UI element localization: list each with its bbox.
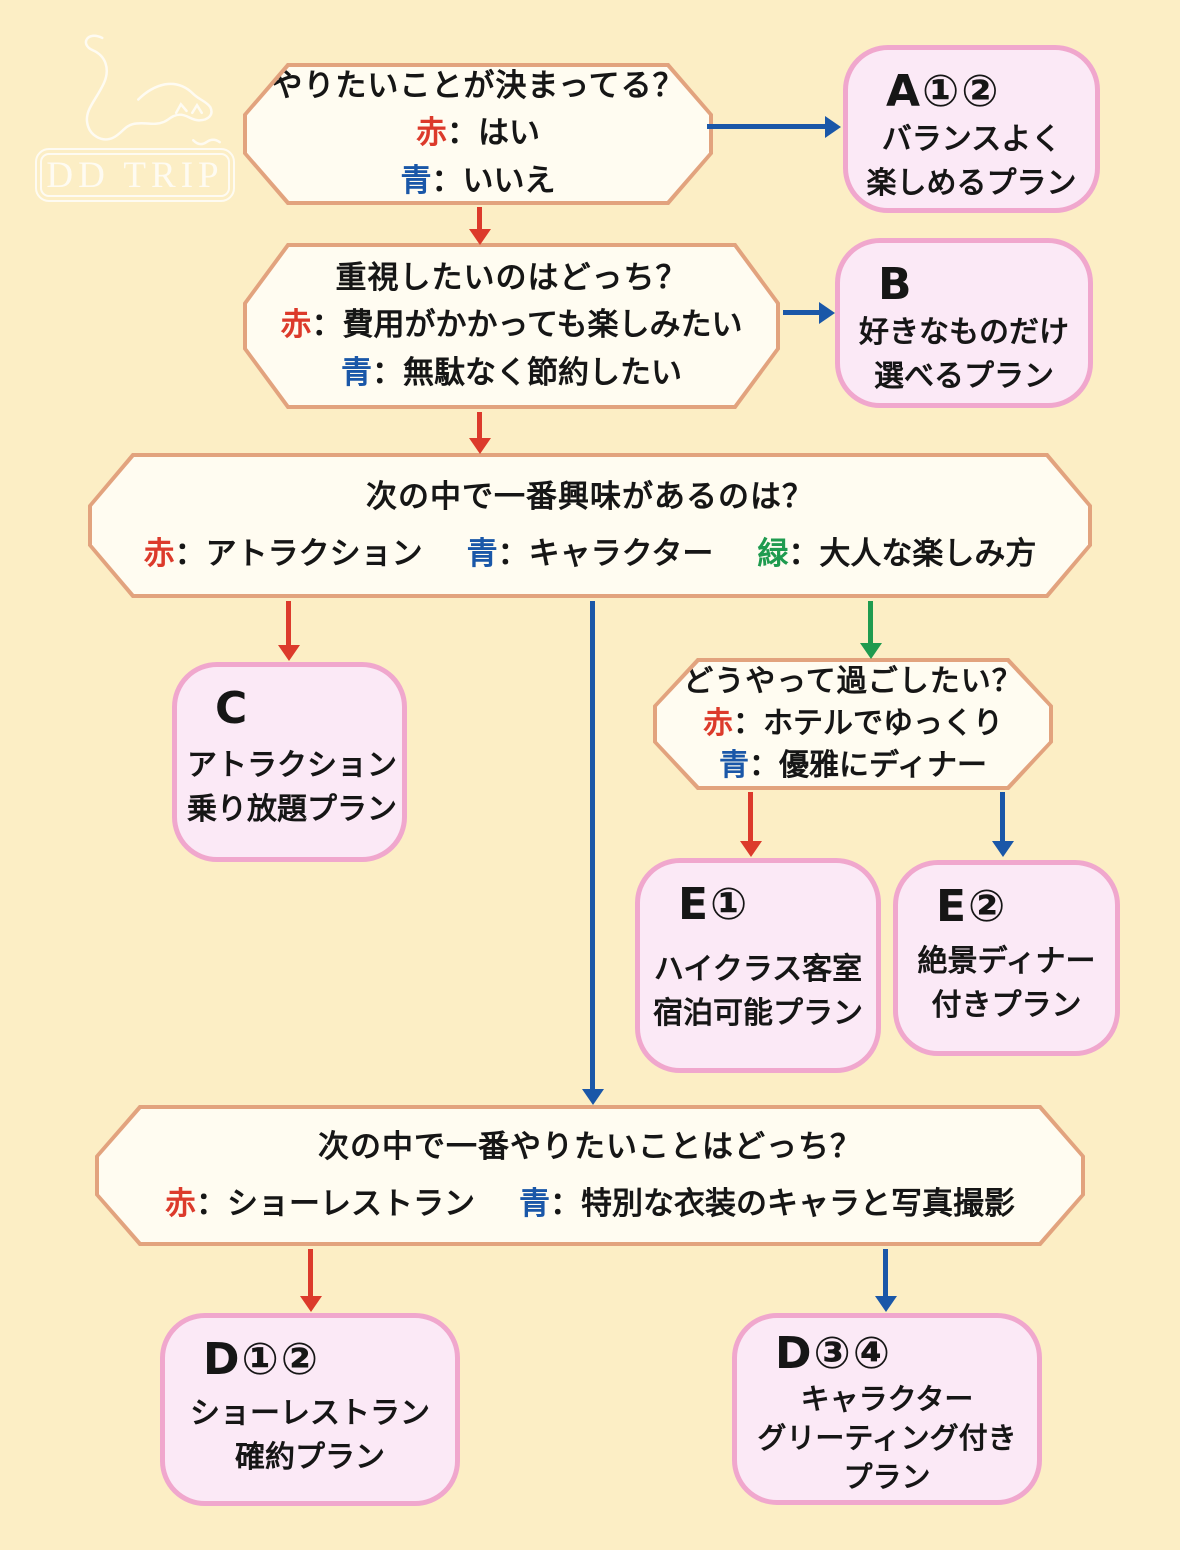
question-5-title: 次の中で一番やりたいことはどっち？ <box>318 1128 862 1165</box>
option-text: ：ホテルでゆっくり <box>733 706 1003 741</box>
option-text: ：アトラクション <box>174 535 423 572</box>
plan-box-e2: E② 絶景ディナー 付きプラン <box>893 860 1120 1056</box>
plan-name-line: 宿泊可能プラン <box>653 995 863 1031</box>
option-text: ：無駄なく節約したい <box>372 355 682 391</box>
option-color-label: 赤 <box>703 706 733 741</box>
plan-name-line: 選べるプラン <box>874 359 1054 394</box>
arrow-q1-red-to-q2 <box>477 207 482 229</box>
plan-name-line: ショーレストラン <box>190 1395 430 1431</box>
question-2-title: 重視したいのはどっち？ <box>335 260 688 296</box>
option-text: ：はい <box>447 115 540 151</box>
brand-name: DD TRIP <box>46 154 224 196</box>
arrow-q2-red-to-q3 <box>477 412 482 438</box>
option-color-label: 青 <box>341 355 372 391</box>
arrow-q3-blue-to-q5 <box>590 601 595 1089</box>
question-1-option-blue: 青：いいえ <box>401 157 556 205</box>
option-color-label: 赤 <box>416 115 447 151</box>
plan-code: D①② <box>203 1334 321 1385</box>
question-box-1: やりたいことが決まってる？ 赤：はい 青：いいえ <box>243 63 713 205</box>
plan-name-line: アトラクション <box>187 748 397 783</box>
plan-code: B <box>878 259 914 310</box>
question-1-option-red: 赤：はい <box>416 109 540 157</box>
arrow-q4-red-to-e1 <box>748 792 753 841</box>
option-text: ：ショーレストラン <box>196 1185 475 1222</box>
question-5-option-blue: 青：特別な衣装のキャラと写真撮影 <box>519 1180 1015 1228</box>
question-4-option-red: 赤：ホテルでゆっくり <box>703 703 1003 745</box>
option-text: ：いいえ <box>431 163 556 199</box>
question-3-option-green: 緑：大人な楽しみ方 <box>757 530 1036 578</box>
option-text: ：費用がかかっても楽しみたい <box>311 307 743 343</box>
plan-box-d34: D③④ キャラクター グリーティング付き プラン <box>732 1313 1042 1505</box>
option-text: ：特別な衣装のキャラと写真撮影 <box>550 1185 1015 1222</box>
question-5-option-red: 赤：ショーレストラン <box>165 1180 475 1228</box>
question-2-option-blue: 青：無駄なく節約したい <box>341 349 682 397</box>
question-box-3: 次の中で一番興味があるのは？ 赤：アトラクション 青：キャラクター 緑：大人な楽… <box>88 453 1092 598</box>
question-2-option-red: 赤：費用がかかっても楽しみたい <box>281 301 743 349</box>
option-text: ：キャラクター <box>497 535 714 572</box>
question-3-title: 次の中で一番興味があるのは？ <box>366 478 814 515</box>
option-color-label: 緑 <box>757 535 789 572</box>
plan-code: A①② <box>886 66 1001 117</box>
arrow-q3-green-to-q4 <box>868 601 873 643</box>
plan-name-line: バランスよく <box>881 122 1062 157</box>
option-color-label: 赤 <box>143 535 175 572</box>
plan-code: E② <box>936 881 1008 932</box>
plan-box-b: B 好きなものだけ 選べるプラン <box>835 238 1093 408</box>
question-3-option-blue: 青：キャラクター <box>467 530 714 578</box>
arrow-q5-red-to-d12 <box>308 1249 313 1296</box>
option-color-label: 赤 <box>280 307 312 343</box>
option-color-label: 青 <box>400 163 432 199</box>
cat-icon <box>84 34 221 146</box>
question-box-2: 重視したいのはどっち？ 赤：費用がかかっても楽しみたい 青：無駄なく節約したい <box>243 243 780 409</box>
arrow-q5-blue-to-d34 <box>883 1249 888 1296</box>
plan-name-line: 好きなものだけ <box>859 315 1069 350</box>
plan-name-line: 絶景ディナー <box>917 944 1096 979</box>
plan-name-line: グリーティング付き <box>757 1421 1017 1455</box>
question-3-option-red: 赤：アトラクション <box>144 530 423 578</box>
arrow-q4-blue-to-e2 <box>1000 792 1005 841</box>
question-1-title: やりたいことが決まってる？ <box>271 68 685 104</box>
question-4-option-blue: 青：優雅にディナー <box>719 745 987 787</box>
plan-code: D③④ <box>775 1328 893 1379</box>
arrow-q2-blue-to-b <box>783 310 819 315</box>
plan-name-line: ハイクラス客室 <box>653 951 863 987</box>
plan-name-line: 乗り放題プラン <box>187 792 397 827</box>
plan-box-c: C アトラクション 乗り放題プラン <box>172 662 407 862</box>
option-color-label: 青 <box>519 1185 550 1222</box>
option-color-label: 青 <box>466 535 498 572</box>
question-box-4: どうやって過ごしたい？ 赤：ホテルでゆっくり 青：優雅にディナー <box>653 658 1053 790</box>
option-text: ：大人な楽しみ方 <box>788 535 1037 572</box>
arrow-q3-red-to-c <box>286 601 291 645</box>
plan-box-e1: E① ハイクラス客室 宿泊可能プラン <box>635 858 881 1073</box>
logo-frame: DD TRIP <box>35 148 235 202</box>
question-box-5: 次の中で一番やりたいことはどっち？ 赤：ショーレストラン 青：特別な衣装のキャラ… <box>95 1105 1085 1246</box>
plan-code: C <box>215 683 250 734</box>
plan-box-a12: A①② バランスよく 楽しめるプラン <box>843 45 1100 213</box>
plan-name-line: 楽しめるプラン <box>866 166 1077 201</box>
plan-name-line: 付きプラン <box>931 988 1082 1023</box>
plan-code: E① <box>678 879 750 930</box>
option-text: ：優雅にディナー <box>749 748 987 783</box>
question-4-title: どうやって過ごしたい？ <box>683 664 1023 699</box>
dd-trip-logo: DD TRIP <box>35 22 245 207</box>
plan-name-line: 確約プラン <box>235 1439 385 1475</box>
plan-name-line: プラン <box>843 1460 931 1494</box>
option-color-label: 赤 <box>165 1185 196 1222</box>
arrow-q1-blue-to-a12 <box>707 124 825 129</box>
plan-name-line: キャラクター <box>800 1382 974 1416</box>
option-color-label: 青 <box>719 748 750 783</box>
plan-box-d12: D①② ショーレストラン 確約プラン <box>160 1313 460 1506</box>
